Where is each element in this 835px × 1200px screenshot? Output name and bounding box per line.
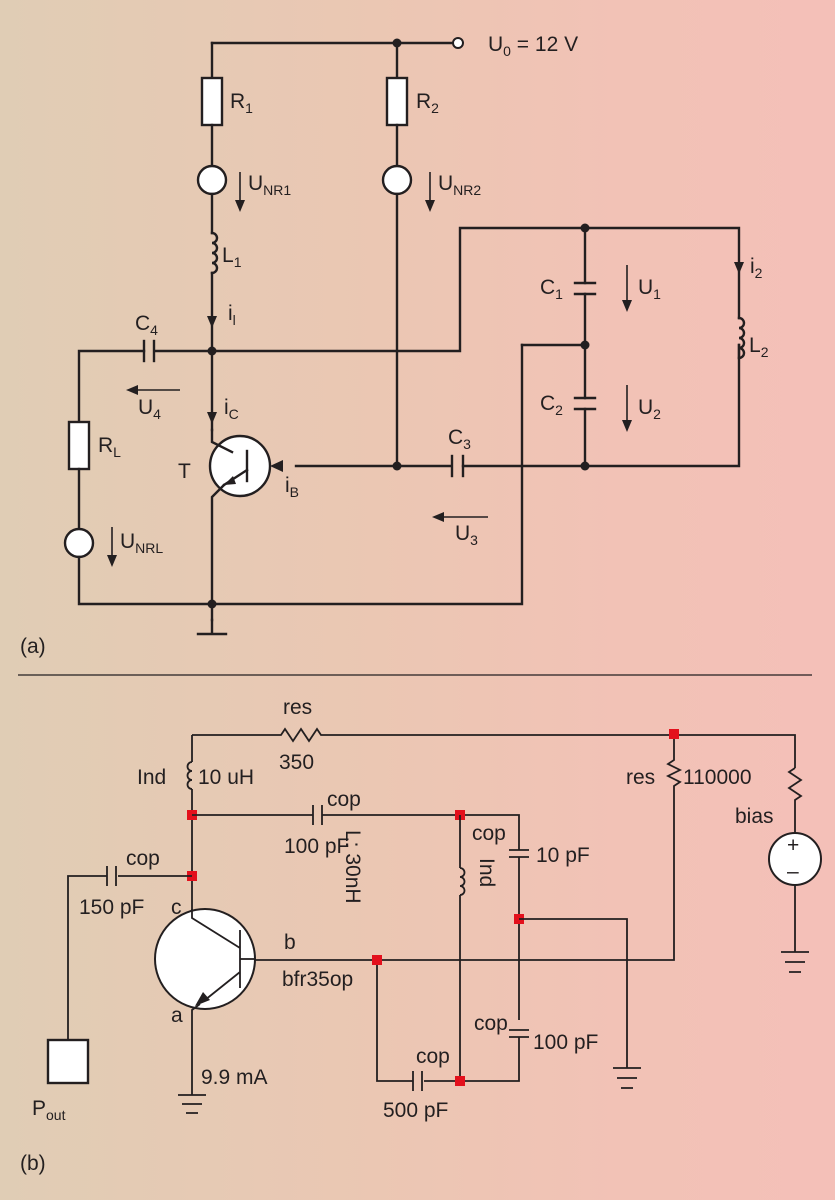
res-bias-value: 110000 — [683, 766, 752, 789]
unrl-label: UNRL — [120, 530, 163, 556]
unrl-noise-source — [63, 527, 95, 559]
cap-c1-name: cop — [472, 822, 506, 845]
emitter-label: a — [171, 1004, 183, 1027]
bias-resistor — [787, 767, 803, 835]
u1-label: U1 — [638, 276, 661, 302]
u3-label: U3 — [455, 522, 478, 548]
ib-label: iB — [285, 474, 299, 500]
r1-resistor — [200, 76, 224, 127]
r1-label: R1 — [230, 90, 253, 116]
r2-resistor — [385, 76, 409, 127]
cap-c2-value: 100 pF — [533, 1031, 598, 1054]
res-bias-name: res — [626, 766, 655, 789]
il-label: il — [228, 302, 236, 328]
source-plus: + — [787, 834, 799, 857]
cap-base-value: 500 pF — [383, 1099, 448, 1122]
r2-label: R2 — [416, 90, 439, 116]
current-label: 9.9 mA — [201, 1066, 268, 1089]
ground-icon — [178, 1094, 206, 1114]
source-name: bias — [735, 805, 774, 828]
rl-label: RL — [98, 434, 121, 460]
l1-inductor — [210, 231, 219, 275]
source-minus: – — [787, 860, 799, 883]
c1-label: C1 — [540, 276, 563, 302]
u2-label: U2 — [638, 396, 661, 422]
panel-b-label: (b) — [20, 1152, 46, 1175]
rl-resistor — [67, 420, 91, 471]
cap-10pf — [509, 849, 529, 858]
ind-tank-name: Ind — [475, 858, 498, 887]
cap-100pf — [509, 1029, 529, 1038]
c2-label: C2 — [540, 392, 563, 418]
panel-a — [63, 37, 746, 636]
c3-label: C3 — [448, 426, 471, 452]
ind-30nh — [459, 867, 466, 896]
cap-base-name: cop — [416, 1045, 450, 1068]
ind-top-value: 10 uH — [198, 766, 254, 789]
unr1-label: UNR1 — [248, 172, 291, 198]
unr2-label: UNR2 — [438, 172, 481, 198]
cap-feedback-name: cop — [327, 788, 361, 811]
pout-label: Pout — [32, 1097, 66, 1123]
supply-label: U0 = 12 V — [488, 33, 578, 59]
supply-terminal — [452, 37, 464, 49]
cap-out-value: 150 pF — [79, 896, 144, 919]
ground-icon — [781, 951, 809, 973]
u4-label: U4 — [138, 396, 161, 422]
transistor-label: T — [178, 460, 191, 483]
unr1-noise-source — [196, 164, 228, 196]
res-top-value: 350 — [279, 751, 314, 774]
ic-label: iC — [224, 396, 239, 422]
panel-b — [46, 727, 822, 1114]
ind-tank-value: L: 30nH — [341, 830, 364, 904]
transistor-model: bfr35op — [282, 968, 353, 991]
l1-label: L1 — [222, 244, 242, 270]
i2-label: i2 — [750, 255, 763, 281]
l2-inductor — [737, 316, 746, 360]
base-label: b — [284, 931, 296, 954]
l2-label: L2 — [749, 334, 769, 360]
cap-c1-value: 10 pF — [536, 844, 590, 867]
panel-a-label: (a) — [20, 635, 46, 658]
cap-feedback-value: 100 pF — [284, 835, 349, 858]
res-110000 — [240, 735, 683, 961]
cap-c2-name: cop — [474, 1012, 508, 1035]
pout-port — [46, 1038, 90, 1085]
cap-out-name: cop — [126, 847, 160, 870]
ind-10uh — [186, 761, 193, 790]
c4-label: C4 — [135, 312, 158, 338]
ind-top-name: Ind — [137, 766, 166, 789]
collector-label: c — [171, 896, 182, 919]
res-top-name: res — [283, 696, 312, 719]
ground-icon — [613, 1067, 641, 1089]
unr2-noise-source — [381, 164, 413, 196]
